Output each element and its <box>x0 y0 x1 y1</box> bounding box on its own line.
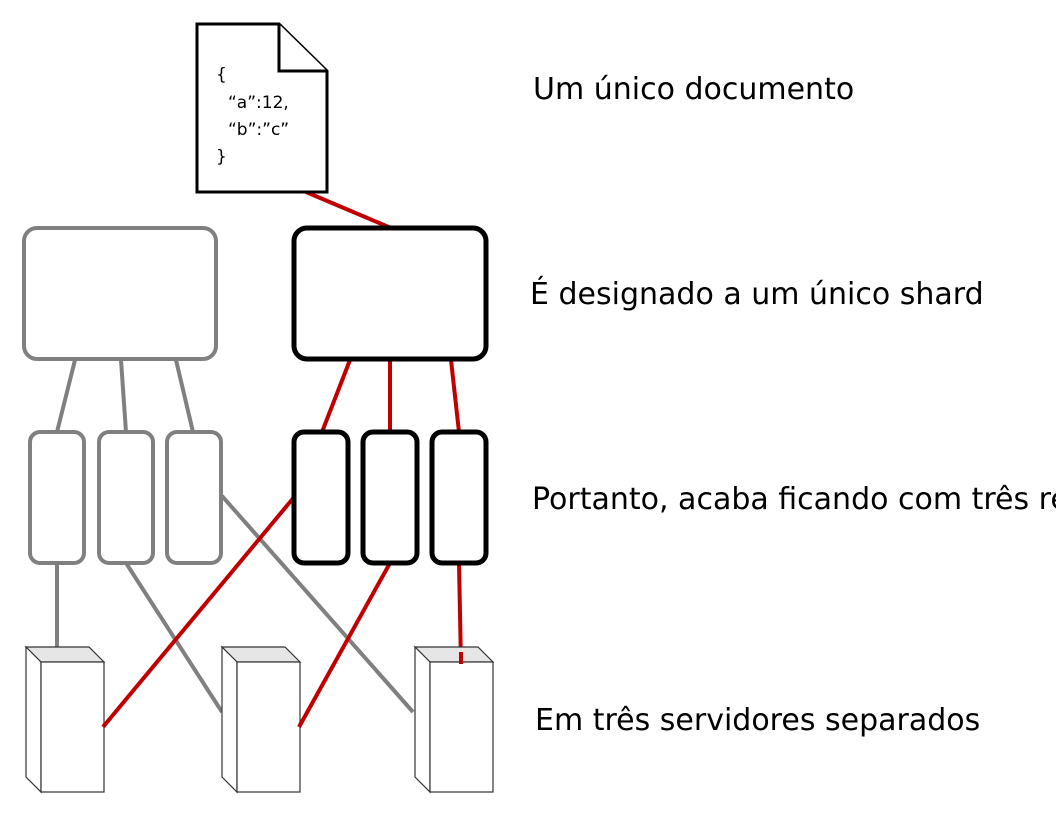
red-replica-2-to-server-2 <box>297 562 392 728</box>
red-document-to-shard <box>305 190 392 230</box>
active-replica-3 <box>429 429 489 566</box>
inactive-replica-2 <box>97 430 155 565</box>
inactive-shard-box <box>22 226 218 361</box>
label-document: Um único documento <box>533 72 854 107</box>
server-icon-3 <box>413 645 495 794</box>
document-line-2: “a”:12, <box>228 93 289 113</box>
active-shard-box <box>291 225 489 362</box>
red-shard-to-replica-3 <box>449 359 461 433</box>
document-line-3: “b”:”c” <box>228 120 289 140</box>
inactive-replica-3 <box>165 430 223 565</box>
gray-shard-to-replica-1 <box>55 359 77 433</box>
active-replicas <box>291 429 489 566</box>
label-replicas: Portanto, acaba ficando com três réplica… <box>532 482 1056 517</box>
gray-replica-2-to-server-2 <box>124 561 224 714</box>
document-line-1: { <box>216 65 227 85</box>
active-replica-1 <box>291 429 351 566</box>
gray-shard-to-replica-2 <box>119 359 128 433</box>
gray-shard-to-replica-3 <box>174 359 195 433</box>
gray-replica-3-to-server-3 <box>220 494 415 714</box>
red-server-endpoints <box>101 652 463 729</box>
red-shard-to-replica-1 <box>320 359 352 433</box>
server-icon-2 <box>220 645 302 794</box>
document-line-4: } <box>216 147 227 167</box>
red-replica-1-to-server-1 <box>101 494 297 729</box>
document-icon: { “a”:12, “b”:”c” } <box>195 22 329 194</box>
server-icon-1 <box>24 645 106 794</box>
label-shard: É designado a um único shard <box>530 276 984 312</box>
inactive-replicas <box>28 430 223 565</box>
active-replica-2 <box>360 429 420 566</box>
label-servers: Em três servidores separados <box>535 703 980 738</box>
inactive-replica-1 <box>28 430 86 565</box>
gray-connectors <box>55 359 415 714</box>
